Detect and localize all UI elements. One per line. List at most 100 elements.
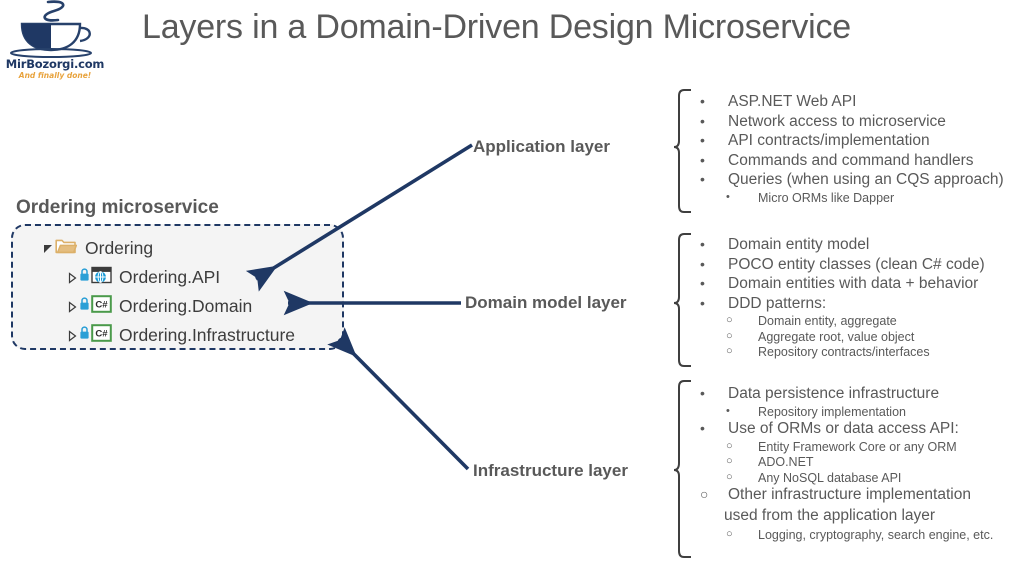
bullet-text: Any NoSQL database API [758,470,902,485]
bullet-marker-icon: • [700,275,705,291]
coffee-cup-icon [10,0,92,58]
page-title: Layers in a Domain-Driven Design Microse… [142,8,852,46]
bullet-text: Use of ORMs or data access API: [728,420,959,437]
bullet-continuation-line: used from the application layer [724,506,936,524]
bullet-item: • Commands and command handlers [696,151,1004,169]
brace-infrastructure-layer [673,380,691,558]
bullet-text: DDD patterns: [728,294,827,312]
arrow-infrastructure-layer [327,327,470,471]
bullet-item: ○ Logging, cryptography, search engine, e… [696,527,994,542]
bullet-text: Other infrastructure implementation [728,486,971,503]
bullet-marker-icon: • [700,294,705,311]
bullet-marker-icon: ○ [726,345,733,357]
bullet-marker-icon: • [700,93,705,109]
lock-icon [79,325,90,346]
bullet-item: •ASP.NET Web API [696,94,1004,110]
tree-label-ordering-infrastructure: Ordering.Infrastructure [119,325,296,345]
brace-application-layer [673,89,691,213]
bullet-item: • Use of ORMs or data access API: [696,421,993,437]
bullet-item: ○ Repository contracts/interfaces [696,346,985,359]
layer-label-infrastructure: Infrastructure layer [473,461,628,480]
svg-text:C#: C# [95,300,108,311]
bullet-text: API contracts/implementation [728,132,930,149]
bullet-marker-icon: • [726,190,730,203]
bullet-item: • POCO entity classes (clean C# code) [696,255,985,273]
bullet-marker-icon: ○ [726,455,733,467]
bullet-text: Micro ORMs like Dapper [758,190,895,205]
bullet-item: • Domain entities with data + behavior [696,276,985,292]
bullet-text: POCO entity classes (clean C# code) [728,255,985,273]
layer-label-application: Application layer [473,137,610,156]
bullet-item: • Repository implementation [696,404,993,419]
brace-domain-model-layer [673,233,691,367]
bullet-item: • Domain entity model [696,237,985,253]
csharp-project-icon: C# [91,295,112,318]
bullet-item: ○ ADO.NET [696,456,993,469]
bullet-text: Repository implementation [758,404,906,419]
bullet-text: Domain entity, aggregate [758,314,897,328]
bullet-item: • Network access to microservice [696,112,1004,130]
tree-row-ordering-infrastructure[interactable]: C# Ordering.Infrastructure [13,321,394,350]
tree-label-ordering-api: Ordering.API [119,267,221,287]
folder-icon [55,237,78,260]
bullet-marker-icon: ○ [726,314,733,326]
logo-tagline-text: And finally done! [18,71,92,80]
bullet-text: Commands and command handlers [728,151,974,169]
bullets-application-layer: •ASP.NET Web API•Network access to micro… [696,94,1004,207]
bullet-text: Aggregate root, value object [758,329,915,344]
bullet-marker-icon: • [700,255,705,272]
lock-icon [79,296,90,317]
lock-icon [79,267,90,288]
bullet-item: • Queries (when using an CQS approach) [696,172,1004,188]
bullet-marker-icon: • [700,151,705,168]
solution-explorer-panel: Ordering Ordering.API [11,224,344,350]
bullet-item: ○ Entity Framework Core or any ORM [696,439,993,454]
bullet-marker-icon: ○ [726,470,733,483]
tree-row-ordering-domain[interactable]: C# Ordering.Domain [13,292,394,321]
bullet-text: Domain entities with data + behavior [728,275,979,292]
bullet-marker-icon: • [700,385,705,401]
bullet-marker-icon: ○ [700,486,709,502]
bullet-marker-icon: • [726,404,730,417]
bullet-item: • Data persistence infrastructure [696,386,993,402]
bullet-marker-icon: ○ [726,439,733,452]
site-logo: MirBozorgi.com And finally done! [2,0,108,82]
collapsed-triangle-icon[interactable] [65,300,79,314]
bullet-text: ADO.NET [758,455,814,469]
bullet-item: ○ Domain entity, aggregate [696,315,985,328]
bullet-text: Repository contracts/interfaces [758,345,930,359]
bullet-marker-icon: ○ [726,329,733,342]
bullet-text: Domain entity model [728,236,870,253]
collapsed-triangle-icon[interactable] [65,329,79,343]
bullet-marker-icon: • [700,171,705,187]
bullets-infrastructure-layer: • Data persistence infrastructure • Reposit… [696,386,993,544]
tree-label-ordering: Ordering [85,238,154,258]
bullet-marker-icon: • [700,420,705,436]
bullet-marker-icon: ○ [726,527,733,540]
bullet-item: • DDD patterns: [696,294,985,312]
web-api-project-icon [91,266,112,289]
bullet-item: ○ Other infrastructure implementation [696,487,993,503]
bullet-text: Data persistence infrastructure [728,385,940,402]
collapsed-triangle-icon[interactable] [65,271,79,285]
bullet-item: ○ Aggregate root, value object [696,329,985,344]
bullet-item: ○ Any NoSQL database API [696,470,993,485]
layer-label-domain: Domain model layer [465,293,627,312]
svg-text:C#: C# [95,329,108,340]
logo-brand-text: MirBozorgi.com [5,57,105,71]
bullet-marker-icon: • [700,112,705,129]
explorer-heading: Ordering microservice [16,197,219,218]
bullet-text: Entity Framework Core or any ORM [758,439,957,454]
tree-row-ordering-api[interactable]: Ordering.API [13,263,394,292]
bullet-text: Logging, cryptography, search engine, et… [758,527,994,542]
tree-row-ordering[interactable]: Ordering [13,234,370,263]
bullet-item: • API contracts/implementation [696,133,1004,149]
bullet-marker-icon: • [700,236,705,252]
bullet-text: Network access to microservice [728,112,946,130]
bullet-item: • Micro ORMs like Dapper [696,190,1004,205]
bullets-domain-model-layer: • Domain entity model • POCO entity classes… [696,237,985,362]
expanded-triangle-icon[interactable] [41,242,55,256]
bullet-text: Queries (when using an CQS approach) [728,171,1004,188]
csharp-project-icon: C# [91,324,112,347]
bullet-marker-icon: • [700,132,705,148]
